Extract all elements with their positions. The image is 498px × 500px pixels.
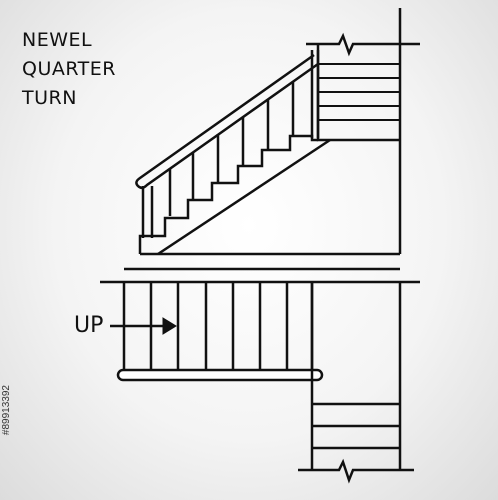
up-label: UP — [74, 313, 104, 338]
landing-treads — [318, 63, 400, 121]
diagram-title: NEWEL QUARTER TURN — [22, 26, 116, 113]
stair-steps — [138, 134, 318, 254]
elevation-view — [135, 8, 420, 256]
elevation-break-line — [306, 32, 420, 57]
title-line-3: TURN — [22, 87, 77, 109]
plan-lower-treads — [312, 402, 400, 450]
title-line-2: QUARTER — [22, 58, 116, 80]
plan-handrail — [116, 368, 324, 382]
plan-break-line — [298, 458, 414, 484]
title-line-1: NEWEL — [22, 29, 93, 51]
stock-id: #89913392 — [1, 385, 12, 436]
stair-underside — [157, 138, 331, 256]
handrail — [135, 53, 319, 189]
plan-wall — [310, 282, 402, 470]
plan-view — [100, 267, 420, 484]
bottom-newel-post — [141, 186, 154, 238]
balusters — [168, 81, 295, 216]
up-arrow-head — [162, 317, 177, 335]
